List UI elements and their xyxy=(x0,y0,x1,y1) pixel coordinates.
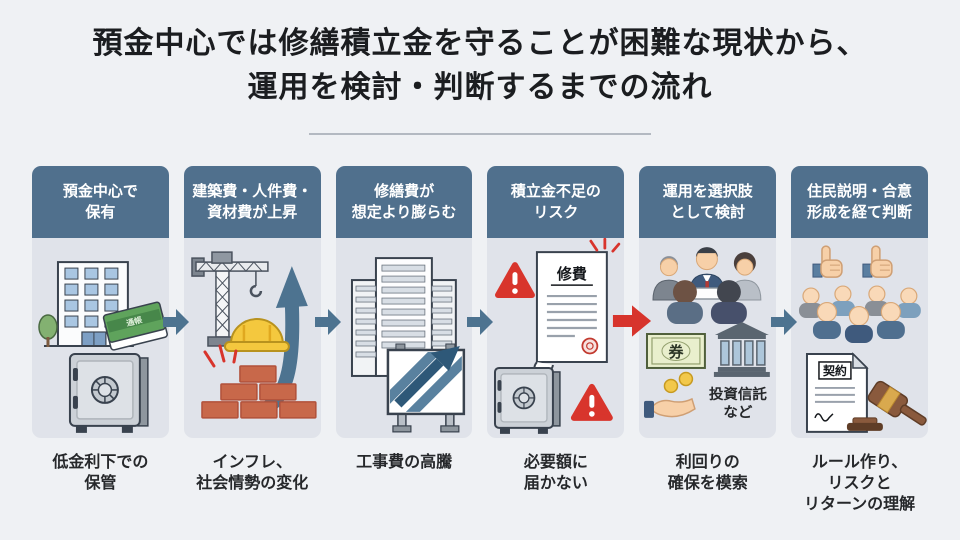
step-5-caption-line-2: 確保を模索 xyxy=(667,474,748,492)
step-1-panel: 通帳 xyxy=(32,238,169,438)
step-6-header-line-1: 住民説明・合意 xyxy=(807,183,913,200)
title-underline xyxy=(309,133,651,135)
step-4-header-line-2: リスク xyxy=(533,204,579,221)
safe-icon xyxy=(68,352,149,433)
step-2-header: 建築費・人件費・ 資材費が上昇 xyxy=(183,166,321,238)
tree-icon xyxy=(38,314,58,347)
hard-hat-icon xyxy=(223,318,290,352)
step-3-header-line-1: 修繕費が xyxy=(374,183,435,200)
investment-trust-note: 投資信託 など xyxy=(709,385,767,421)
step-6-panel: 契約 xyxy=(791,238,928,438)
hand-coins-icon xyxy=(644,371,697,418)
step-2-header-line-2: 資材費が上昇 xyxy=(207,204,298,221)
thumbs-up-icon xyxy=(812,245,843,278)
step-5-caption: 利回りの 確保を模索 xyxy=(639,453,776,495)
step-3-panel xyxy=(335,238,473,438)
step-1-caption-line-1: 低金利下での xyxy=(52,454,149,471)
step-6-caption-line-1: ルール作り、 xyxy=(811,454,908,471)
step-4-caption-line-1: 必要額に xyxy=(523,454,588,471)
step-6-header: 住民説明・合意 形成を経て判断 xyxy=(791,166,928,238)
flow-arrow-3 xyxy=(465,307,495,337)
flow-arrow-5 xyxy=(769,307,799,337)
page-title-line-2: 運用を検討・判断するまでの流れ xyxy=(247,71,713,105)
step-2-caption: インフレ、 社会情勢の変化 xyxy=(184,453,321,495)
step-1-caption-line-2: 保管 xyxy=(84,474,117,492)
invoice-title-label: 修費 xyxy=(556,265,587,283)
emphasis-burst-icon xyxy=(203,344,238,368)
bricks-icon xyxy=(201,365,317,419)
bank-passbook-icon: 通帳 xyxy=(102,301,168,351)
step-1-illustration: 通帳 xyxy=(38,261,168,433)
step-5-header-line-2: として検討 xyxy=(670,204,745,221)
step-5-caption-line-1: 利回りの xyxy=(675,454,740,471)
thumbs-up-icon xyxy=(862,245,893,278)
crane-icon xyxy=(191,251,269,347)
investment-note-line-1: 投資信託 xyxy=(709,385,767,403)
step-6-header-line-2: 形成を経て判断 xyxy=(807,204,913,221)
step-column-6-consensus: 住民説明・合意 形成を経て判断 xyxy=(791,166,928,515)
crowd-icon xyxy=(799,285,921,343)
step-2-caption-line-1: インフレ、 xyxy=(212,454,292,471)
step-5-header-line-1: 運用を選択肢 xyxy=(662,183,753,200)
step-6-caption-line-2: リスクと xyxy=(827,474,892,492)
emphasis-burst-icon xyxy=(589,238,621,253)
step-3-illustration xyxy=(350,257,465,433)
rising-chart-signboard-icon xyxy=(386,343,465,433)
step-column-2-costs-rise: 建築費・人件費・ 資材費が上昇 xyxy=(183,166,321,515)
step-column-5-consider-investment: 運用を選択肢 として検討 xyxy=(639,166,777,515)
contract-document-icon: 契約 xyxy=(806,352,869,433)
step-3-caption-line-1: 工事費の高騰 xyxy=(356,454,453,471)
step-4-caption: 必要額に 届かない xyxy=(487,453,624,495)
step-1-header: 預金中心で 保有 xyxy=(32,166,169,238)
safe-icon xyxy=(494,366,562,434)
process-flow: 預金中心で 保有 xyxy=(32,166,928,515)
step-2-panel xyxy=(183,238,321,438)
page-title-line-1: 預金中心では修繕積立金を守ることが困難な現状から、 xyxy=(92,27,868,60)
step-1-caption: 低金利下での 保管 xyxy=(32,453,169,495)
step-column-1-deposit: 預金中心で 保有 xyxy=(32,166,169,515)
page-title: 預金中心では修繕積立金を守ることが困難な現状から、 運用を検討・判断するまでの流… xyxy=(0,22,960,110)
flow-arrow-1 xyxy=(161,307,191,337)
repair-invoice-icon: 修費 xyxy=(533,251,609,373)
step-4-header-line-1: 積立金不足の xyxy=(510,183,601,200)
gavel-icon xyxy=(847,380,927,431)
warning-icon xyxy=(495,262,536,299)
step-2-header-line-1: 建築費・人件費・ xyxy=(192,183,313,200)
step-3-header-line-2: 想定より膨らむ xyxy=(351,204,457,221)
bond-label: 券 xyxy=(669,343,685,361)
step-3-caption: 工事費の高騰 xyxy=(336,453,473,474)
step-5-illustration: 券 xyxy=(644,247,771,421)
step-6-caption: ルール作り、 リスクと リターンの理解 xyxy=(791,453,928,515)
step-6-illustration: 契約 xyxy=(799,245,927,433)
step-2-illustration xyxy=(191,251,317,419)
step-5-panel: 券 xyxy=(639,238,777,438)
step-5-header: 運用を選択肢 として検討 xyxy=(639,166,777,238)
step-4-illustration: 修費 xyxy=(494,238,621,434)
investment-note-line-2: など xyxy=(724,404,753,421)
step-4-panel: 修費 xyxy=(487,238,625,438)
meeting-people-icon xyxy=(652,247,762,325)
step-4-header: 積立金不足の リスク xyxy=(487,166,625,238)
step-4-caption-line-2: 届かない xyxy=(523,474,588,492)
step-column-3-repair-balloons: 修繕費が 想定より膨らむ xyxy=(335,166,473,515)
passbook-label: 通帳 xyxy=(125,314,143,328)
step-1-header-line-1: 預金中心で xyxy=(62,183,138,200)
bank-building-icon xyxy=(714,322,771,377)
step-3-header: 修繕費が 想定より膨らむ xyxy=(335,166,473,238)
warning-icon xyxy=(571,383,614,421)
step-column-4-shortfall-risk: 積立金不足の リスク 修費 xyxy=(487,166,625,515)
step-2-caption-line-2: 社会情勢の変化 xyxy=(196,474,309,492)
flow-arrow-4-emphasis xyxy=(610,303,654,339)
step-6-caption-line-3: リターンの理解 xyxy=(803,495,916,513)
bond-certificate-icon: 券 xyxy=(646,333,707,369)
step-1-header-line-2: 保有 xyxy=(85,204,116,221)
contract-label: 契約 xyxy=(822,363,847,378)
flow-arrow-2 xyxy=(313,307,343,337)
